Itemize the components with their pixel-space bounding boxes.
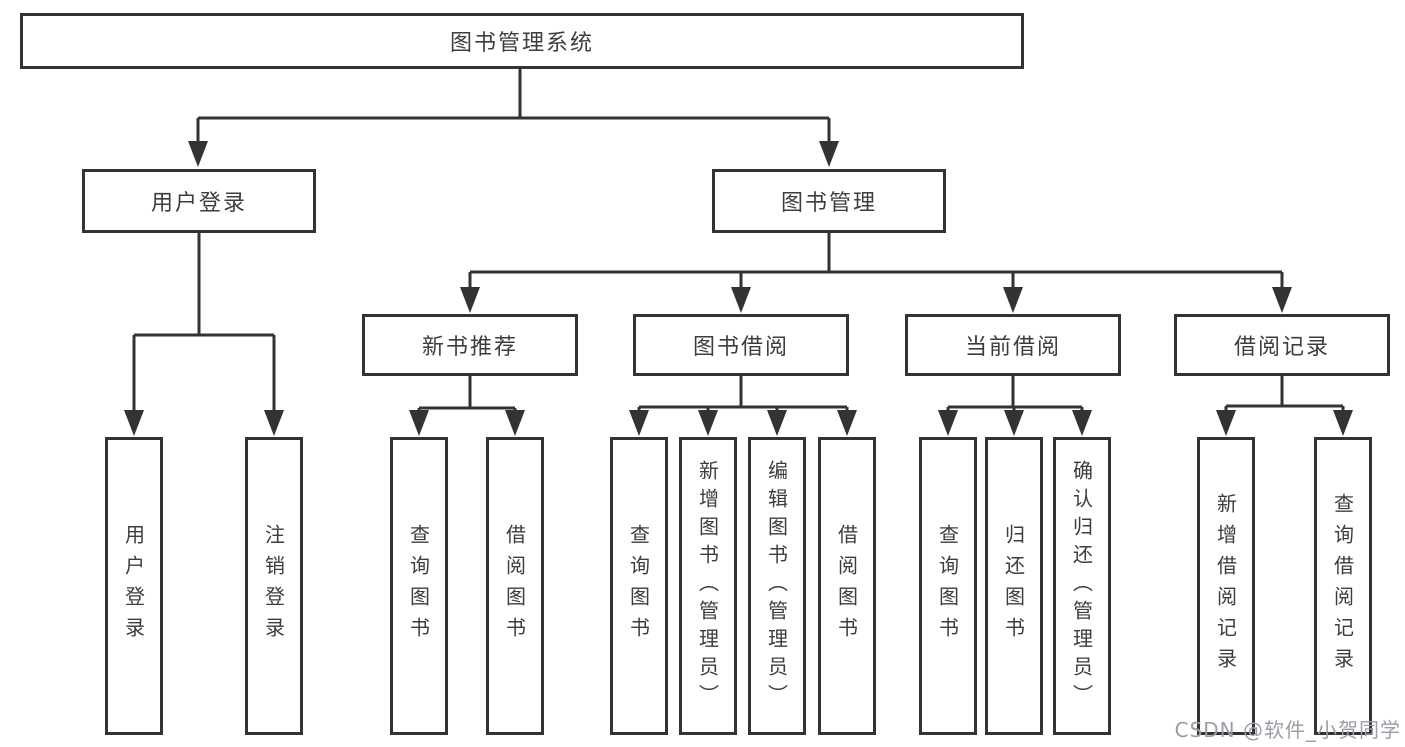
node-book-management: 图书管理 xyxy=(712,169,946,233)
leaf-borrow-books-recommend: 借阅图书 xyxy=(486,437,544,735)
connector-book-borrowing-to-leaves xyxy=(629,376,857,436)
connector-new-book-to-leaves xyxy=(409,376,525,436)
node-current-borrowing: 当前借阅 xyxy=(905,314,1121,376)
leaf-search-books-recommend: 查询图书 xyxy=(390,437,448,735)
leaf-return-books: 归还图书 xyxy=(985,437,1043,735)
leaf-search-borrow-record: 查询借阅记录 xyxy=(1314,437,1372,735)
leaf-search-books-borrowing: 查询图书 xyxy=(610,437,668,735)
node-new-book-recommendation: 新书推荐 xyxy=(362,314,578,376)
connector-book-management-to-level3 xyxy=(460,233,1292,313)
node-borrowing-records: 借阅记录 xyxy=(1174,314,1390,376)
leaf-edit-books-admin: 编辑图书（管理员） xyxy=(748,437,806,735)
leaf-logout: 注销登录 xyxy=(245,437,303,735)
watermark-text: CSDN @软件_小贺同学 xyxy=(1174,718,1401,742)
leaf-borrow-books-borrowing: 借阅图书 xyxy=(818,437,876,735)
connector-user-login-to-leaves xyxy=(124,233,284,436)
leaf-confirm-return-admin: 确认归还（管理员） xyxy=(1053,437,1111,735)
connector-borrow-records-to-leaves xyxy=(1216,376,1353,436)
leaf-user-login: 用户登录 xyxy=(105,437,163,735)
leaf-search-books-current: 查询图书 xyxy=(919,437,977,735)
leaf-add-borrow-record: 新增借阅记录 xyxy=(1197,437,1255,735)
node-book-borrowing: 图书借阅 xyxy=(633,314,849,376)
connector-current-borrowing-to-leaves xyxy=(938,376,1092,436)
node-root: 图书管理系统 xyxy=(20,13,1024,69)
leaf-add-books-admin: 新增图书（管理员） xyxy=(679,437,737,735)
connector-root-to-level2 xyxy=(188,69,839,167)
node-user-login: 用户登录 xyxy=(82,169,316,233)
